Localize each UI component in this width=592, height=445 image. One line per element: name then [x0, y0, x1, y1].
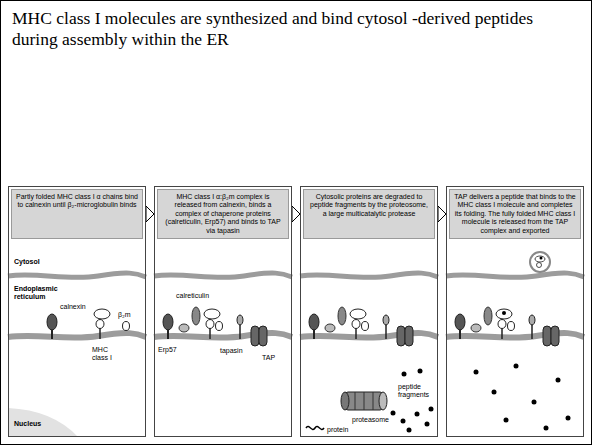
step-heading: Cytosolic proteins are degraded to pepti… — [303, 189, 435, 239]
part-label: MHC class I — [92, 346, 118, 362]
part-label: Cytosol — [14, 258, 40, 266]
calnexin-shape — [309, 314, 319, 339]
step-panel: Cytosolic proteins are degraded to pepti… — [300, 186, 438, 437]
tap-shape — [397, 326, 413, 346]
peptide-dots — [391, 369, 434, 433]
heading-text: MHC class I α:β₂m complex is released fr… — [162, 193, 284, 235]
b2m-shape — [362, 322, 369, 331]
tapasin-shape — [237, 315, 243, 339]
panel-one-art — [8, 273, 146, 437]
part-label: Nucleus — [14, 420, 41, 428]
step-panel: TAP delivers a peptide that binds to the… — [446, 186, 584, 437]
tapasin-shape — [529, 315, 535, 339]
erp57-shape — [179, 324, 189, 332]
step-arrow — [146, 206, 154, 222]
membrane — [8, 273, 146, 338]
bound-peptide — [502, 311, 506, 315]
b2m-shape — [123, 322, 130, 331]
step-arrow — [292, 206, 300, 222]
panel-two-art — [154, 273, 292, 346]
part-label: Endoplasmic reticulum — [14, 285, 74, 301]
heading-text: TAP delivers a peptide that binds to the… — [454, 193, 576, 235]
calreticulin-shape — [192, 307, 200, 325]
step-heading: TAP delivers a peptide that binds to the… — [449, 189, 581, 239]
membrane — [446, 273, 584, 338]
part-label: β₂m — [118, 311, 131, 319]
calreticulin-shape — [484, 307, 492, 325]
part-label: tapasin — [220, 347, 243, 355]
protein-shape — [306, 427, 324, 430]
slide-title: MHC class I molecules are synthesized an… — [12, 8, 564, 50]
proteasome-shape — [341, 392, 387, 410]
erp57-shape — [471, 324, 481, 332]
heading-text: Cytosolic proteins are degraded to pepti… — [308, 193, 430, 218]
calnexin-shape — [163, 314, 173, 339]
calnexin-shape — [455, 314, 465, 339]
step-heading: Partly folded MHC class I α chains bind … — [11, 189, 143, 239]
panel-four-art — [446, 252, 584, 431]
peptide-dots — [474, 364, 571, 431]
heading-text: Partly folded MHC class I α chains bind … — [16, 193, 138, 210]
part-label: protein — [327, 426, 348, 434]
panel-three-art — [300, 273, 438, 432]
part-label: Erp57 — [158, 346, 177, 354]
calreticulin-shape — [338, 307, 346, 325]
export-vesicle — [530, 252, 550, 272]
membrane — [300, 273, 438, 338]
part-label: calreticulin — [176, 292, 209, 300]
step-heading: MHC class I α:β₂m complex is released fr… — [157, 189, 289, 239]
membrane — [154, 273, 292, 338]
tapasin-shape — [383, 315, 389, 339]
tap-shape — [543, 326, 559, 346]
erp57-shape — [325, 324, 335, 332]
b2m-shape — [216, 322, 223, 331]
nucleus-region — [8, 408, 78, 437]
tap-shape — [251, 326, 267, 346]
step-arrow — [438, 206, 446, 222]
part-label: TAP — [262, 354, 275, 362]
part-label: peptide fragments — [398, 383, 434, 399]
calnexin-shape — [47, 314, 57, 339]
step-panel: MHC class I α:β₂m complex is released fr… — [154, 186, 292, 437]
part-label: calnexin — [60, 303, 86, 311]
mhc-shape — [94, 309, 110, 339]
b2m-shape — [508, 322, 515, 331]
part-label: proteasome — [352, 416, 389, 424]
